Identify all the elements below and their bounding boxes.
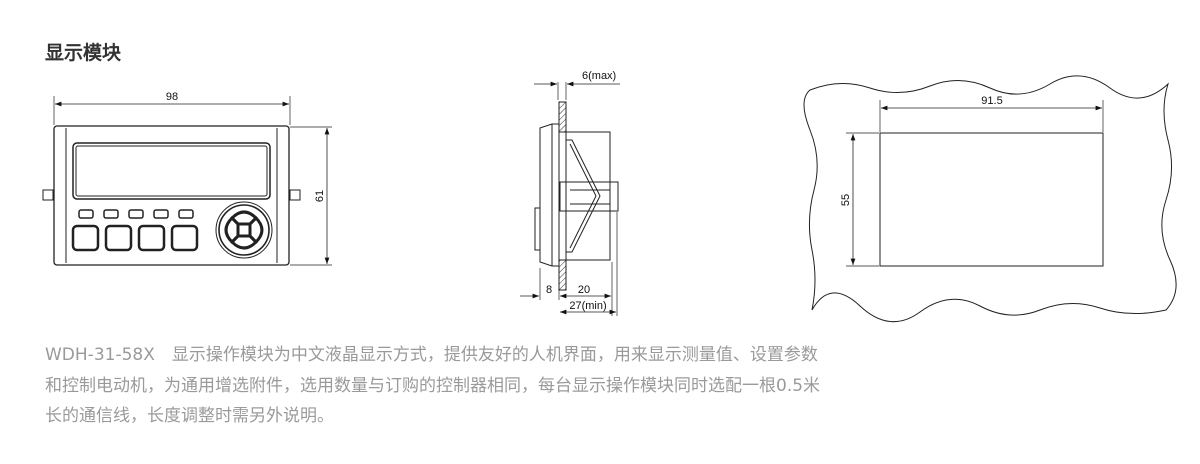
rear-depth-label: 20 [578, 284, 590, 296]
panel-cutout-drawing [803, 75, 1177, 323]
cutout-height-label: 55 [840, 194, 852, 206]
description-line: 长的通信线，长度调整时需另外说明。 [45, 406, 334, 426]
section-title: 显示模块 [45, 42, 122, 64]
description-line: 和控制电动机，为通用增选附件，选用数量与订购的控制器相同，每台显示操作模块同时选… [45, 375, 821, 396]
front-view-drawing [42, 96, 332, 266]
cutout-width-label: 91.5 [981, 95, 1002, 107]
description-line: WDH-31-58X 显示操作模块为中文液晶显示方式，提供友好的人机界面，用来显… [45, 345, 818, 365]
total-depth-label: 27(min) [569, 300, 606, 312]
panel-thickness-label: 6(max) [582, 70, 616, 82]
front-depth-label: 8 [546, 284, 552, 296]
front-width-label: 98 [166, 91, 178, 103]
description-paragraph: WDH-31-58X 显示操作模块为中文液晶显示方式，提供友好的人机界面，用来显… [45, 340, 945, 432]
front-height-label: 61 [314, 190, 326, 202]
side-view-drawing [520, 81, 620, 316]
